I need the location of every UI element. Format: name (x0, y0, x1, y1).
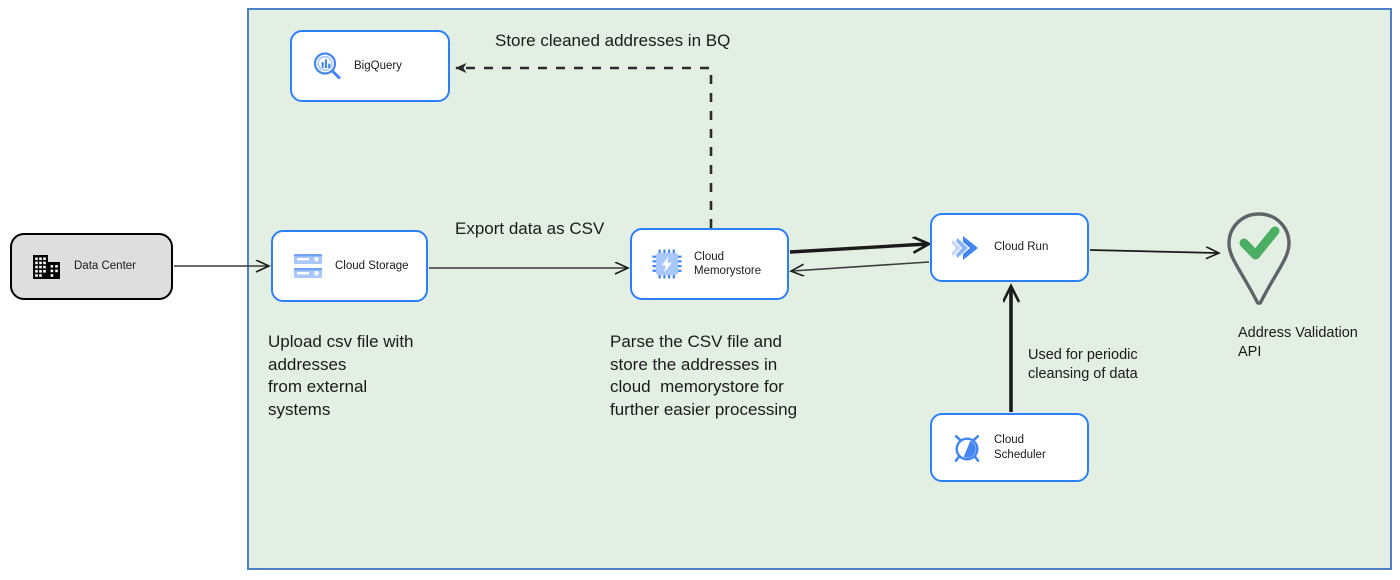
node-label-bigquery: BigQuery (354, 59, 402, 72)
node-label-data-center: Data Center (74, 260, 137, 273)
edge-memorystore-to-bigquery (455, 63, 713, 228)
annotation-upload-csv: Upload csv file with addresses from exte… (268, 332, 414, 419)
cloud-memorystore-chip-icon (650, 247, 684, 281)
edge-cloudrun-to-memorystore (792, 261, 930, 271)
cloud-storage-bucket-icon (291, 249, 325, 283)
node-cloud-scheduler[interactable]: Cloud Scheduler (930, 413, 1089, 482)
map-pin-check-icon (1227, 212, 1291, 305)
node-cloud-memorystore[interactable]: Cloud Memorystore (630, 228, 789, 300)
node-cloud-storage[interactable]: Cloud Storage (271, 230, 428, 302)
edge-label-store-cleaned-addresses-in-bq: Store cleaned addresses in BQ (495, 31, 731, 50)
data-center-building-icon (30, 250, 64, 284)
node-bigquery[interactable]: BigQuery (290, 30, 450, 102)
edge-cloudrun-to-addressapi (1089, 250, 1218, 253)
node-label-cloud-storage: Cloud Storage (335, 259, 409, 272)
node-label-cloud-memorystore: Cloud Memorystore (694, 250, 762, 277)
node-address-validation-api[interactable] (1220, 210, 1298, 310)
node-data-center[interactable]: Data Center (10, 233, 173, 300)
cloud-run-chevron-icon (950, 231, 984, 265)
cloud-scheduler-alarm-clock-icon (950, 431, 984, 465)
node-label-address-validation-api: Address Validation API (1238, 325, 1358, 361)
node-label-cloud-scheduler: Cloud Scheduler (994, 434, 1046, 461)
bigquery-magnifier-chart-icon (310, 49, 344, 83)
annotation-parse-csv: Parse the CSV file and store the address… (610, 332, 798, 419)
edge-memorystore-to-cloudrun (789, 244, 927, 252)
edge-label-periodic-cleansing: Used for periodic cleansing of data (1028, 347, 1138, 383)
node-label-cloud-run: Cloud Run (994, 241, 1049, 254)
edge-label-export-data-as-csv: Export data as CSV (455, 219, 605, 238)
node-cloud-run[interactable]: Cloud Run (930, 213, 1089, 282)
